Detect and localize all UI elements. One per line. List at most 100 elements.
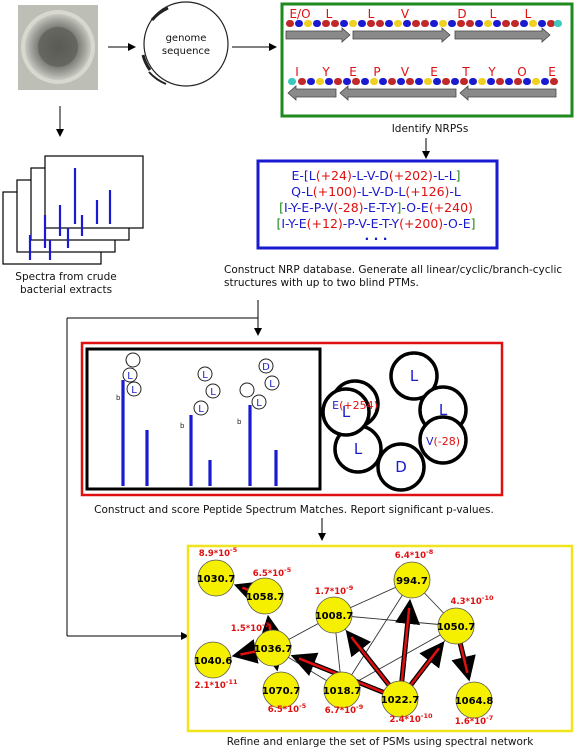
- nrps-domain: [313, 20, 321, 27]
- nrp-segment: E-[: [291, 168, 309, 183]
- nrp-segment: -O-E: [443, 216, 471, 231]
- nrps-domain: [487, 78, 495, 85]
- nrps-domain: [469, 78, 477, 85]
- nrps-domain: [331, 20, 339, 27]
- nrp-segment: -L-V-D-L: [356, 184, 406, 199]
- nrps-domain: [550, 78, 558, 85]
- network-node: [393, 561, 431, 599]
- network-node: [254, 629, 292, 667]
- network-edge: [333, 614, 457, 627]
- network-node: [262, 671, 300, 709]
- caption-identify: Identify NRPSs: [391, 123, 469, 135]
- nrps-domain: [451, 78, 459, 85]
- nrp-segment: (+200): [399, 216, 444, 231]
- residue-letter: L: [256, 398, 262, 409]
- nrps-domain: [457, 20, 465, 27]
- nrps-domain: [448, 20, 456, 27]
- nrps-domain: [523, 78, 531, 85]
- network-node: [437, 607, 475, 645]
- nrps-module-letter: O: [517, 65, 526, 79]
- network-directed-edge-core: [350, 636, 390, 686]
- network-node: [381, 680, 419, 718]
- network-node: [246, 577, 284, 615]
- nrps-domain: [406, 78, 414, 85]
- nrps-domain: [403, 20, 411, 27]
- nrp-line-4: [I-Y-E(+12)-P-V-E-T-Y(+200)-O-E]: [260, 216, 492, 232]
- network-box: [186, 544, 574, 733]
- nrps-domain: [412, 20, 420, 27]
- fragment-label: b: [237, 418, 242, 426]
- network-directed-edge-core: [268, 623, 272, 631]
- nrps-module-letter: L: [525, 7, 532, 21]
- nrps-module-letter: E: [548, 65, 556, 79]
- nrp-segment: [: [279, 200, 284, 215]
- residue-letter: L: [198, 404, 204, 415]
- nrps-module-letter: Y: [487, 65, 496, 79]
- nrp-segment: (+24): [315, 168, 352, 183]
- nrps-domain: [421, 20, 429, 27]
- nrps-domain: [358, 20, 366, 27]
- nrps-domain: [466, 20, 474, 27]
- nrps-domain: [502, 20, 510, 27]
- nrps-module-letter: I: [295, 65, 299, 79]
- nrps-gene-arrow: [459, 85, 557, 101]
- nrp-segment: I-Y-E: [281, 216, 307, 231]
- nrps-gene-arrow: [454, 27, 551, 43]
- nrp-segment: (+126): [405, 184, 450, 199]
- nrps-domain: [288, 78, 296, 85]
- nrps-module-letter: Y: [321, 65, 330, 79]
- residue-circle: [197, 366, 213, 382]
- nrp-segment: -P-V-E-T-Y: [342, 216, 400, 231]
- network-node-label: 1018.7: [323, 686, 362, 697]
- nrps-domain: [307, 78, 315, 85]
- residue-circle: [251, 394, 267, 410]
- network-directed-edge-core: [409, 647, 440, 686]
- network-edge: [341, 579, 413, 691]
- nrp-segment: (-28): [333, 200, 364, 215]
- nrps-domain: [493, 20, 501, 27]
- nrps-module-letter: E: [349, 65, 357, 79]
- nrp-ellipsis: · · ·: [364, 231, 388, 246]
- nrp-line-3: [I-Y-E-P-V(-28)-E-T-Y]-O-E(+240): [260, 200, 492, 216]
- cyclic-residue-label: D: [395, 458, 407, 476]
- nrps-domain: [484, 20, 492, 27]
- nrp-segment: -L: [449, 184, 461, 199]
- network-node-label: 1050.7: [437, 622, 476, 633]
- residue-circle: [239, 382, 255, 398]
- nrp-segment: (+240): [428, 200, 473, 215]
- bacterial-colony-photo: [18, 5, 98, 90]
- nrp-segment: -L-L: [432, 168, 456, 183]
- genome-label: genome sequence: [161, 33, 211, 57]
- spectral-network: 1030.78.9*10-51058.76.5*10-51036.71.5*10…: [194, 546, 494, 727]
- network-node-label: 1008.7: [315, 611, 354, 622]
- cyclic-residue-label: E(+254): [332, 399, 378, 412]
- nrps-domain: [334, 78, 342, 85]
- nrp-segment: -O-E: [401, 200, 429, 215]
- caption-network: Refine and enlarge the set of PSMs using…: [226, 736, 534, 748]
- nrps-gene-arrow: [352, 27, 451, 43]
- residue-circle: [193, 400, 209, 416]
- residue-letter: L: [210, 387, 216, 398]
- nrps-domain: [532, 78, 540, 85]
- network-node: [455, 681, 493, 719]
- nrps-domain: [505, 78, 513, 85]
- network-edge: [341, 625, 457, 691]
- network-node-label: 1040.6: [194, 656, 233, 667]
- residue-circle: [125, 352, 141, 368]
- residue-letter: L: [202, 370, 208, 381]
- network-directed-edge-core: [241, 586, 249, 591]
- nrps-domain: [370, 78, 378, 85]
- network-node-label: 1036.7: [254, 644, 293, 655]
- nrp-segment: (+12): [306, 216, 343, 231]
- network-node: [315, 596, 353, 634]
- network-node-label: 994.7: [396, 576, 428, 587]
- cyclic-residue: [418, 415, 468, 465]
- nrps-domain: [379, 78, 387, 85]
- nrp-line-2: Q-L(+100)-L-V-D-L(+126)-L: [260, 184, 492, 200]
- nrps-domain: [349, 20, 357, 27]
- cyclic-residue-label: L: [342, 403, 351, 421]
- network-pvalue: 6.5*10-5: [268, 702, 307, 715]
- nrps-gene-arrow: [339, 85, 457, 101]
